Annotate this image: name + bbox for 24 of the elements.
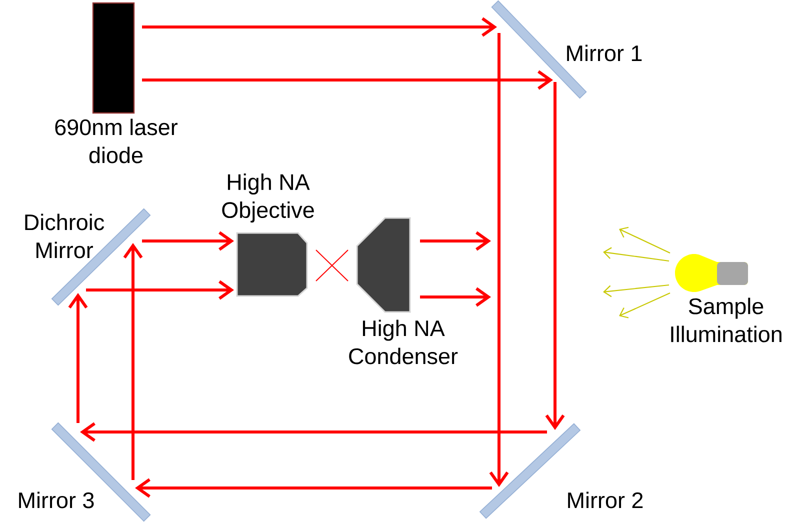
component-label: Dichroic Mirror bbox=[25, 214, 104, 258]
component-label: 690nm laser diode bbox=[55, 118, 178, 164]
beam-arrow bbox=[80, 422, 547, 442]
ray-arrow bbox=[619, 226, 670, 254]
ray-arrow bbox=[619, 292, 670, 318]
beam-arrow bbox=[142, 17, 497, 37]
beam-arrow bbox=[420, 287, 491, 307]
beam-arrow bbox=[545, 82, 565, 430]
beam-arrow bbox=[420, 231, 491, 251]
beam-arrow bbox=[142, 231, 234, 251]
component-label: Mirror 1 bbox=[567, 44, 642, 62]
ray-arrow bbox=[603, 247, 670, 262]
beam-arrow bbox=[142, 70, 553, 90]
component-label: Mirror 3 bbox=[19, 492, 94, 508]
component-label: Mirror 2 bbox=[568, 492, 643, 508]
component-label: High NA Condenser bbox=[349, 320, 458, 364]
beam-arrow bbox=[68, 293, 88, 423]
component-label: Sample Illumination bbox=[671, 298, 782, 342]
component-label: High NA Objective bbox=[222, 174, 314, 222]
beam-arrow bbox=[123, 243, 143, 480]
beam-arrow bbox=[135, 478, 492, 498]
beam-arrow bbox=[86, 280, 234, 300]
ray-arrow bbox=[603, 284, 670, 298]
beam-arrow bbox=[489, 33, 509, 487]
